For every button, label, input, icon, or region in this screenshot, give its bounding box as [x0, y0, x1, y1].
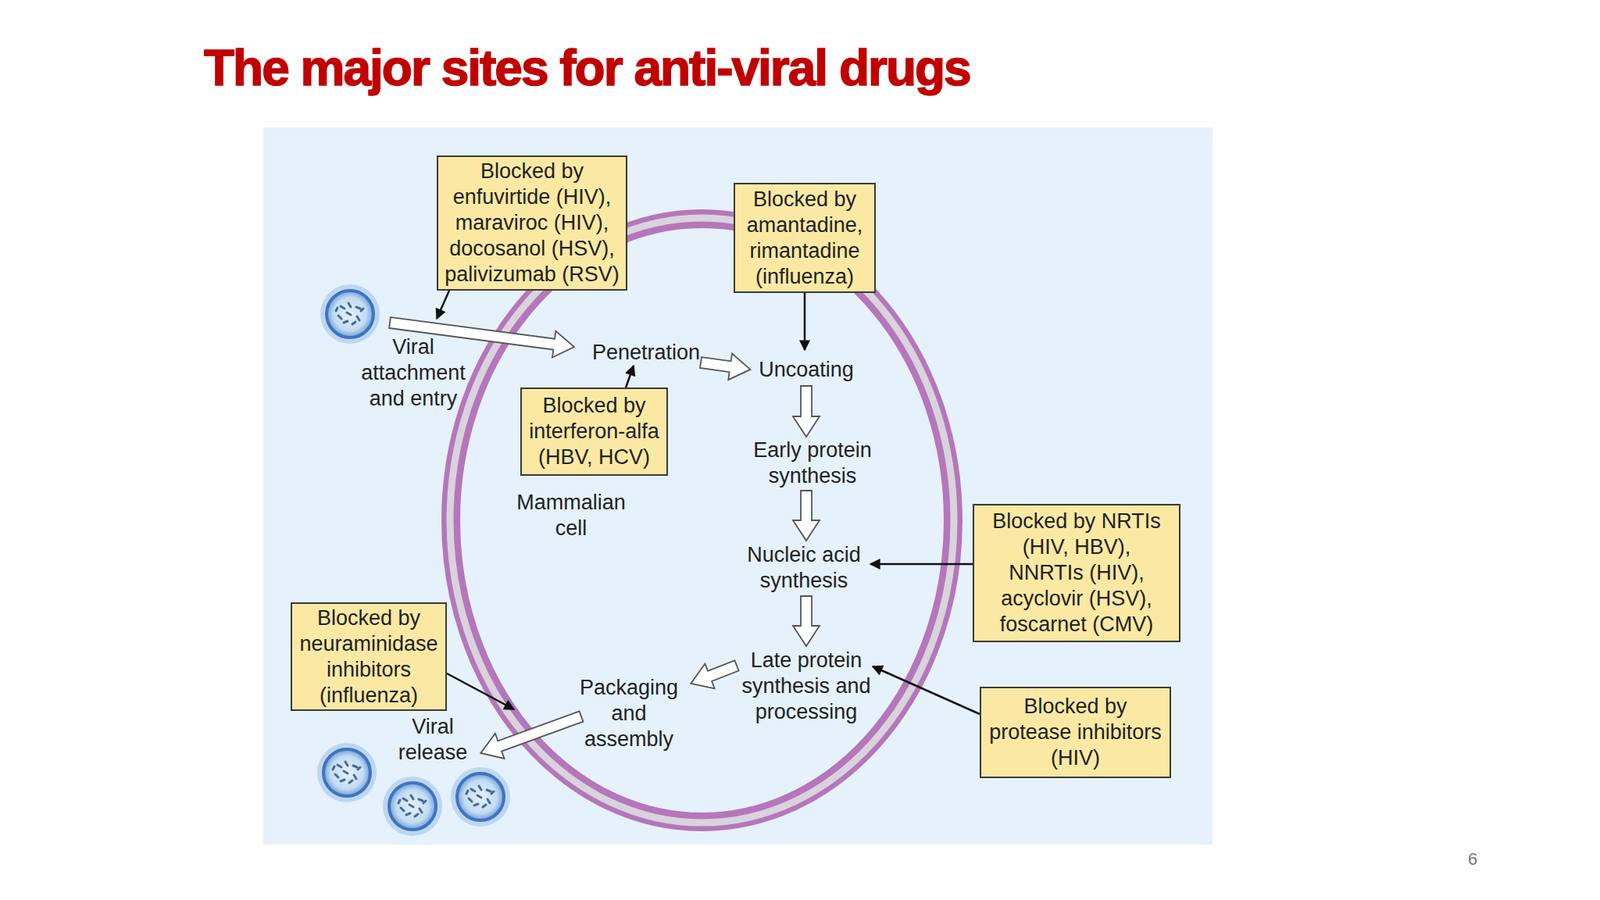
step-label: Viral release — [389, 714, 476, 766]
cell-membrane-band — [450, 217, 954, 823]
virus-particle — [320, 284, 380, 344]
step-label: Viral attachment and entry — [354, 334, 472, 412]
step-label: Late protein synthesis and processing — [735, 647, 877, 725]
drug-text: Blocked by amantadine, rimantadine (infl… — [738, 186, 872, 290]
step-label: Uncoating — [747, 357, 865, 383]
drug-text: Blocked by neuraminidase inhibitors (inf… — [295, 605, 443, 709]
cell-label: Mammalian cell — [510, 489, 633, 542]
drug-box: Blocked by interferon-alfa (HBV, HCV) — [520, 387, 668, 476]
slide-title: The major sites for anti-viral drugs — [203, 42, 971, 93]
drug-box: Blocked by NRTIs (HIV, HBV), NNRTIs (HIV… — [972, 503, 1181, 643]
process-arrow — [792, 596, 820, 647]
drug-box: Blocked by protease inhibitors (HIV) — [979, 686, 1172, 779]
process-arrow — [792, 490, 820, 541]
drug-box: Blocked by amantadine, rimantadine (infl… — [733, 182, 876, 293]
process-arrow — [685, 653, 742, 697]
leader-arrow — [870, 563, 973, 566]
step-label: Nucleic acid synthesis — [737, 542, 871, 594]
process-arrow — [475, 703, 586, 766]
leader-arrow — [803, 292, 807, 350]
drug-text: Blocked by interferon-alfa (HBV, HCV) — [525, 392, 664, 471]
drug-box: Blocked by neuraminidase inhibitors (inf… — [290, 602, 447, 711]
step-label: Packaging and assembly — [572, 675, 686, 753]
drug-text: Blocked by enfuvirtide (HIV), maraviroc … — [441, 158, 623, 288]
page-number: 6 — [1457, 849, 1489, 870]
virus-particle — [450, 767, 511, 827]
virus-particle — [382, 776, 443, 836]
cell-membrane — [450, 218, 954, 822]
drug-text: Blocked by NRTIs (HIV, HBV), NNRTIs (HIV… — [985, 508, 1168, 638]
drug-text: Blocked by protease inhibitors (HIV) — [987, 693, 1164, 772]
step-label: Early protein synthesis — [746, 437, 879, 490]
virus-particle — [317, 742, 377, 803]
leader-arrow — [436, 290, 450, 319]
leader-arrow — [625, 365, 634, 388]
process-arrow — [792, 385, 820, 437]
drug-box: Blocked by enfuvirtide (HIV), maraviroc … — [436, 155, 628, 291]
process-arrow — [699, 349, 753, 383]
step-label: Penetration — [579, 339, 713, 366]
